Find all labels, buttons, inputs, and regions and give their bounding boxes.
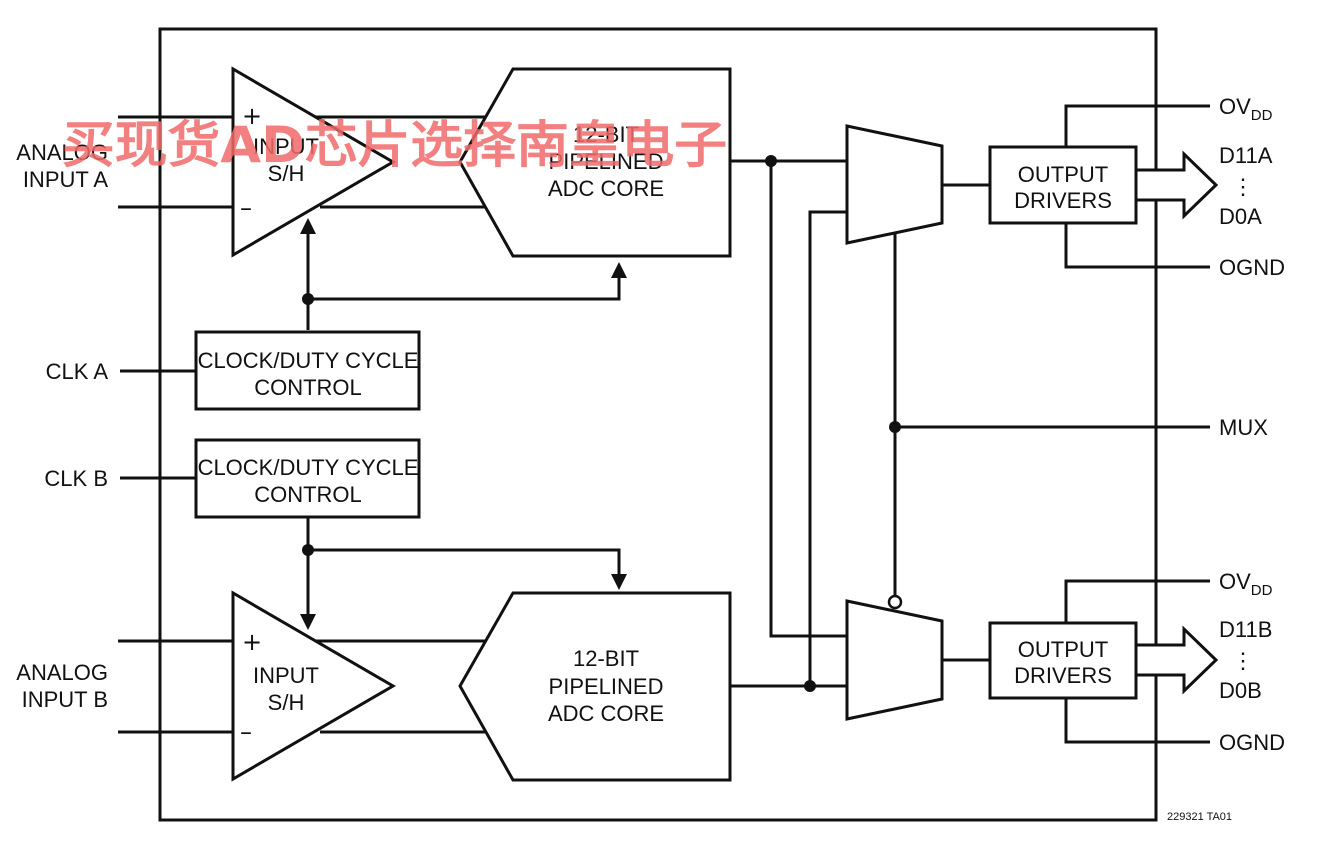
junction-clk-a	[302, 293, 314, 305]
clock-control-a	[194, 330, 421, 411]
pin-analog-input-a-2: INPUT A	[23, 167, 109, 192]
clock-control-a-label-1: CLOCK/DUTY CYCLE	[198, 348, 419, 373]
adc-b-label-1: 12-BIT	[573, 646, 639, 671]
pin-d0b: D0B	[1219, 678, 1262, 703]
arrow-clk-b-adc	[611, 574, 627, 590]
arrow-clk-a-adc	[611, 262, 627, 278]
junction-adc-a	[765, 155, 777, 167]
pin-analog-input-b-2: INPUT B	[22, 687, 108, 712]
pin-ovdd-a-sub: DD	[1251, 107, 1273, 124]
arrow-clk-a-sh	[300, 218, 316, 234]
pin-clk-a: CLK A	[46, 359, 109, 384]
wire-ovdd-a	[1064, 104, 1210, 147]
adc-core-b	[458, 591, 732, 782]
sh-amp-a	[231, 66, 396, 258]
wire-ovdd-b	[1064, 579, 1210, 623]
sh-a-label-1: INPUT	[253, 134, 319, 159]
output-drivers-a	[988, 145, 1138, 225]
wire-adc-a-to-mux-b	[769, 161, 847, 638]
drivers-a-label-1: OUTPUT	[1018, 162, 1108, 187]
pin-ovdd-b-main: OV	[1219, 569, 1251, 594]
sh-a-minus-sign: –	[240, 194, 252, 222]
pin-dots-a: ⋮	[1232, 174, 1254, 199]
figure-reference: 229321 TA01	[1167, 811, 1232, 823]
mux-invert-bubble	[887, 594, 903, 610]
junction-mux	[889, 421, 901, 433]
drivers-b-label-2: DRIVERS	[1014, 663, 1112, 688]
arrow-clk-b-sh	[300, 614, 316, 630]
adc-a-label-3: ADC CORE	[548, 176, 664, 201]
clock-control-b	[194, 438, 421, 519]
pin-ovdd-b-sub: DD	[1251, 582, 1273, 599]
adc-a-label-1: 12-BIT	[573, 122, 639, 147]
pin-ognd-a: OGND	[1219, 255, 1285, 280]
pin-d11b: D11B	[1219, 617, 1272, 642]
wire-ognd-b	[1064, 698, 1210, 744]
mux-a	[845, 124, 944, 245]
pin-clk-b: CLK B	[44, 466, 108, 491]
sh-b-label-2: S/H	[268, 690, 305, 715]
pin-dots-b: ⋮	[1232, 648, 1254, 673]
pin-ovdd-b: OVDD	[1219, 569, 1273, 599]
pin-ovdd-a: OVDD	[1219, 94, 1273, 124]
pin-analog-input-a-1: ANALOG	[16, 140, 108, 165]
pin-d0a: D0A	[1219, 204, 1262, 229]
wire-ognd-a	[1064, 223, 1210, 269]
adc-b-label-2: PIPELINED	[549, 674, 664, 699]
bus-arrow-b	[1134, 625, 1219, 695]
pin-d11a: D11A	[1219, 143, 1273, 168]
chip-outline	[158, 27, 1158, 822]
clock-control-b-label-1: CLOCK/DUTY CYCLE	[198, 455, 419, 480]
adc-b-label-3: ADC CORE	[548, 701, 664, 726]
clock-control-b-label-2: CONTROL	[254, 482, 362, 507]
sh-amp-b	[231, 590, 396, 782]
pin-ovdd-a-main: OV	[1219, 94, 1251, 119]
junction-adc-b	[804, 680, 816, 692]
junction-clk-b	[302, 544, 314, 556]
sh-a-label-2: S/H	[268, 161, 305, 186]
watermark-text: 买现货AD芯片选择南皇电子	[62, 116, 727, 174]
wire-clk-b-adc	[308, 548, 621, 576]
sh-b-minus-sign: –	[240, 718, 252, 746]
clock-control-a-label-2: CONTROL	[254, 375, 362, 400]
sh-b-plus-sign: +	[242, 628, 262, 656]
output-drivers-b	[988, 621, 1138, 700]
adc-a-label-2: PIPELINED	[549, 149, 664, 174]
pin-analog-input-b-1: ANALOG	[16, 660, 108, 685]
drivers-a-label-2: DRIVERS	[1014, 188, 1112, 213]
sh-b-label-1: INPUT	[253, 663, 319, 688]
pin-ognd-b: OGND	[1219, 730, 1285, 755]
wire-adc-b-to-mux-a	[808, 210, 847, 686]
drivers-b-label-1: OUTPUT	[1018, 637, 1108, 662]
adc-core-a	[458, 67, 732, 258]
mux-b	[845, 599, 944, 721]
pin-mux: MUX	[1219, 415, 1268, 440]
sh-a-plus-sign: +	[242, 102, 262, 130]
bus-arrow-a	[1134, 150, 1219, 220]
wire-clk-a-adc	[308, 276, 621, 301]
